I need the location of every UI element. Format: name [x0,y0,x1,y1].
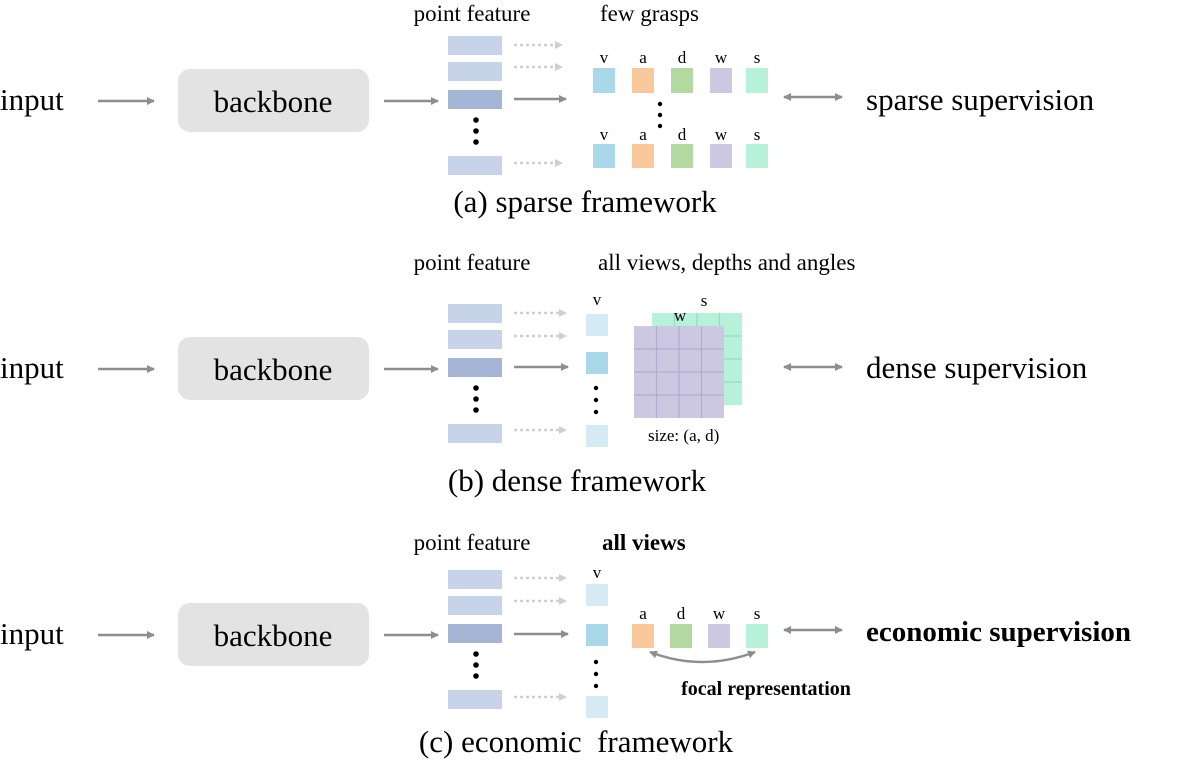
point-feature-row-selected [448,624,502,643]
panel-sparse: input backbone point feature few grasps … [0,1,1095,219]
grasp-letter-d: d [678,48,687,67]
point-feature-label: point feature [414,250,531,275]
s-cell [746,144,768,168]
point-feature-row [448,62,502,81]
point-feature-row [448,690,502,709]
focal-letter-w: w [713,604,726,623]
grid-size-label: size: (a, d) [648,426,719,445]
d-cell [671,68,693,93]
grasp-ellipsis [657,101,663,129]
point-feature-row [448,424,502,443]
w-cell [710,68,732,93]
backbone-label: backbone [214,618,333,653]
a-cell [632,624,654,648]
a-cell [632,144,654,168]
v-cell [593,144,615,168]
backbone-label: backbone [214,84,333,119]
point-feature-row [448,596,502,615]
point-feature-row [448,330,502,349]
backbone-box [178,603,369,666]
feature-ellipsis [473,385,479,413]
view-letter-v: v [593,290,602,309]
focal-letter-a: a [639,604,647,623]
panel-dense: input backbone point feature all views, … [0,250,1088,498]
point-feature-label: point feature [414,530,531,555]
caption-sparse: (a) sparse framework [453,184,717,219]
grasp-letter-a: a [639,125,647,144]
score-grid-w [634,326,724,418]
feature-ellipsis [473,651,479,679]
all-views-heading: all views [602,530,686,555]
dense-heading: all views, depths and angles [598,250,855,275]
point-feature-row [448,570,502,589]
focal-letter-s: s [754,604,761,623]
grasp-letter-a: a [639,48,647,67]
economic-supervision-label: economic supervision [866,616,1131,648]
view-cell [586,314,608,336]
sparse-supervision-label: sparse supervision [866,82,1095,117]
grasp-letter-s: s [754,125,761,144]
backbone-box [178,337,369,400]
s-cell [746,624,768,648]
point-feature-row [448,36,502,55]
view-letter-v: v [593,563,602,582]
grasp-letter-s: s [754,48,761,67]
v-cell [593,68,615,93]
s-cell [746,68,768,93]
focal-arrow [649,650,756,664]
d-cell [670,624,692,648]
panel-economic: input backbone point feature all views v… [0,530,1131,759]
caption-economic: (c) economic framework [419,724,734,759]
d-cell [671,144,693,168]
grasp-letter-w: w [715,48,728,67]
dense-supervision-label: dense supervision [866,350,1088,385]
grid-letter-s: s [701,291,708,310]
backbone-label: backbone [214,352,333,387]
w-cell [708,624,730,648]
view-cell-selected [586,352,608,374]
focal-letter-d: d [677,604,686,623]
view-ellipsis [593,659,599,689]
input-label: input [0,350,64,385]
view-cell-selected [586,624,608,646]
feature-ellipsis [473,117,479,145]
focal-representation-label: focal representation [681,678,851,700]
point-feature-row [448,304,502,323]
grasp-letter-v: v [600,48,609,67]
point-feature-label: point feature [414,1,531,26]
point-feature-row [448,156,502,175]
point-feature-row-selected [448,358,502,377]
grasp-letter-d: d [678,125,687,144]
few-grasps-heading: few grasps [600,1,699,26]
point-feature-row-selected [448,90,502,109]
input-label: input [0,82,64,117]
backbone-box [178,69,369,132]
grasp-letter-v: v [600,125,609,144]
view-cell [586,584,608,606]
input-label: input [0,616,64,651]
grasp-letter-w: w [715,125,728,144]
grid-letter-w: w [674,306,687,325]
caption-dense: (b) dense framework [448,463,707,498]
view-cell [586,696,608,718]
w-cell [710,144,732,168]
a-cell [632,68,654,93]
view-ellipsis [593,385,599,415]
view-cell [586,425,608,447]
